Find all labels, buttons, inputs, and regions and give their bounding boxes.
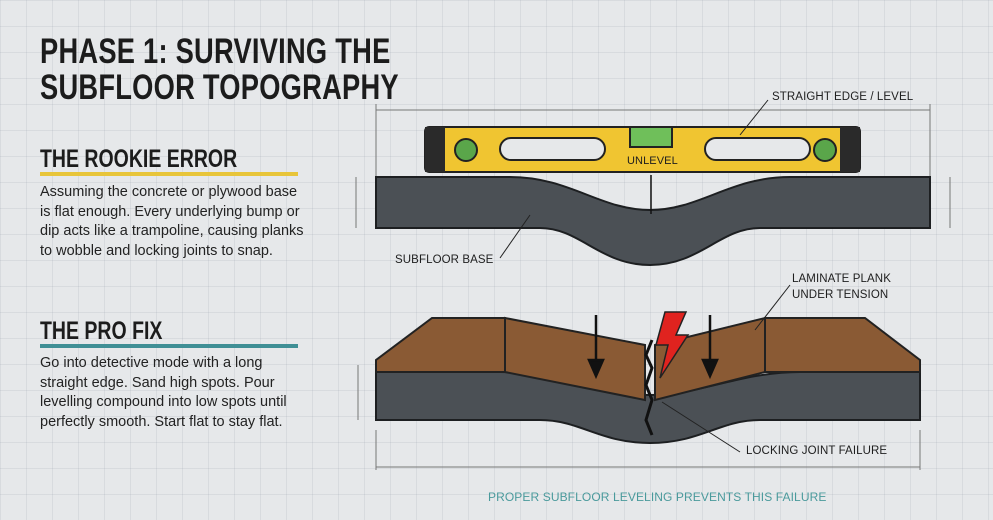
failure-bolt-icon: [655, 311, 690, 379]
dimension-lines: [355, 104, 951, 470]
footer-caption: PROPER SUBFLOOR LEVELING PREVENTS THIS F…: [488, 490, 827, 504]
subfloor-label: SUBFLOOR BASE: [395, 254, 494, 266]
title-line-2: SUBFLOOR TOPOGRAPHY: [40, 68, 399, 107]
pro-heading-text: THE PRO FIX: [40, 317, 163, 345]
pro-text: Go into detective mode with a long strai…: [40, 355, 287, 430]
pro-heading: THE PRO FIX: [40, 318, 197, 344]
unlevel-text: UNLEVEL: [627, 155, 678, 167]
level-tool: [424, 99, 861, 259]
plank-label-2: UNDER TENSION: [792, 289, 889, 301]
rookie-heading: THE ROOKIE ERROR: [40, 146, 293, 172]
joint-label: LOCKING JOINT FAILURE: [746, 445, 888, 457]
page-title: PHASE 1: SURVIVING THE SUBFLOOR TOPOGRAP…: [40, 34, 500, 106]
rookie-accent-bar: [40, 172, 298, 176]
subfloor-base-shape: [375, 176, 931, 267]
pressure-arrows: [587, 315, 719, 380]
plank-label-1: LAMINATE PLANK: [792, 273, 891, 285]
rookie-text: Assuming the concrete or plywood base is…: [40, 184, 304, 259]
pro-accent-bar: [40, 344, 298, 348]
crack: [644, 339, 654, 436]
rookie-heading-text: THE ROOKIE ERROR: [40, 145, 238, 173]
level-label: STRAIGHT EDGE / LEVEL: [772, 91, 914, 103]
title-line-1: PHASE 1: SURVIVING THE: [40, 32, 391, 71]
